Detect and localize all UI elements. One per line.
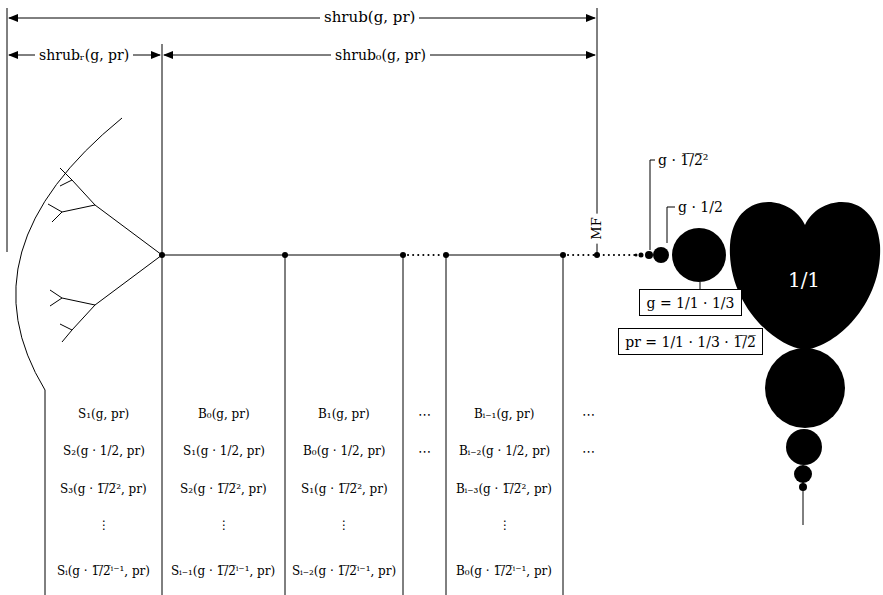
dotted-spine (408, 254, 442, 256)
value-box: pr = 1/1 · 1/3 · 1̅/̅2̅ (618, 328, 763, 355)
cell-formula: ⋮ (218, 519, 230, 533)
dotted-spine (568, 254, 636, 256)
cell-formula: S₂(g · 1̅/̅2̅², pr) (180, 483, 267, 497)
node-text: 1/1 (788, 269, 820, 292)
mini-bulb (645, 251, 653, 259)
cell-formula: S₂(g · 1/2, pr) (63, 445, 145, 459)
cell-formula: ⋮ (98, 519, 110, 533)
cell-formula: Bᵢ₋₁(g, pr) (474, 408, 534, 422)
annotation-label: ⋯ (582, 408, 595, 423)
branch-point (443, 252, 449, 258)
cell-formula: B₀(g, pr) (198, 408, 250, 422)
bulb (794, 465, 812, 483)
bulb (799, 483, 807, 491)
leader-line (700, 282, 701, 289)
cell-formula: S₃(g · 1̅/̅2̅², pr) (60, 483, 147, 497)
annotation-label: ⋯ (418, 445, 431, 460)
annotation-label: g · 1/2 (678, 199, 723, 215)
dimension-line (9, 18, 595, 19)
cell-formula: B₁(g, pr) (318, 408, 370, 422)
branch-point (282, 252, 288, 258)
extension-line (162, 44, 163, 595)
cell-formula: Bᵢ₋₂(g · 1/2, pr) (459, 445, 550, 459)
bulb (765, 348, 845, 428)
cell-formula: ⋮ (338, 519, 350, 533)
bulb (786, 429, 822, 465)
column-divider (285, 255, 286, 595)
cell-formula: Sᵢ₋₁(g · 1̅/̅2̅ⁱ⁻¹, pr) (171, 565, 275, 579)
leader-line (650, 160, 655, 250)
bulb (653, 247, 669, 263)
cell-formula: Bᵢ₋₃(g · 1̅/̅2̅², pr) (456, 483, 552, 497)
annotation-label: ⋯ (582, 445, 595, 460)
mini-bulb (639, 253, 644, 258)
cell-formula: S₁(g · 1/2, pr) (183, 445, 265, 459)
node-text: g = 1/1 · 1/3 (646, 295, 734, 311)
node-text: pr = 1/1 · 1/3 · 1̅/̅2̅ (625, 334, 756, 350)
mini-bulb (635, 254, 638, 257)
value-box: g = 1/1 · 1/3 (639, 289, 742, 316)
cell-formula: Sᵢ₋₂(g · 1̅/̅2̅ⁱ⁻¹, pr) (292, 565, 396, 579)
dimension-label: shrub₀(g, pr) (331, 47, 430, 63)
branch-point (594, 252, 600, 258)
dimension-label: shrubᵣ(g, pr) (35, 47, 133, 63)
axis-label: MF (590, 213, 605, 243)
cell-formula: B₀(g · 1̅/̅2̅ⁱ⁻¹, pr) (456, 565, 552, 579)
region-outline (16, 118, 122, 595)
spine-line (446, 255, 563, 256)
column-divider (563, 255, 564, 595)
column-divider (446, 255, 447, 595)
bulb (672, 228, 726, 282)
cell-formula: S₁(g · 1̅/̅2̅², pr) (301, 483, 388, 497)
leader-line (667, 207, 675, 243)
branch-point (400, 252, 406, 258)
extension-line (7, 8, 8, 252)
branch-point (560, 252, 566, 258)
cell-formula: S₁(g, pr) (78, 408, 129, 422)
dimension-label: shrub(g, pr) (320, 9, 419, 26)
cell-formula: Sᵢ(g · 1̅/̅2̅ⁱ⁻¹, pr) (57, 565, 150, 579)
annotation-label: g · 1̅/̅2̅² (658, 152, 708, 168)
annotation-label: ⋯ (418, 408, 431, 423)
branch-point (159, 252, 165, 258)
cell-formula: ⋮ (499, 519, 511, 533)
column-divider (403, 255, 404, 595)
cell-formula: B₀(g · 1/2, pr) (303, 445, 385, 459)
shrub-tree (48, 168, 162, 342)
